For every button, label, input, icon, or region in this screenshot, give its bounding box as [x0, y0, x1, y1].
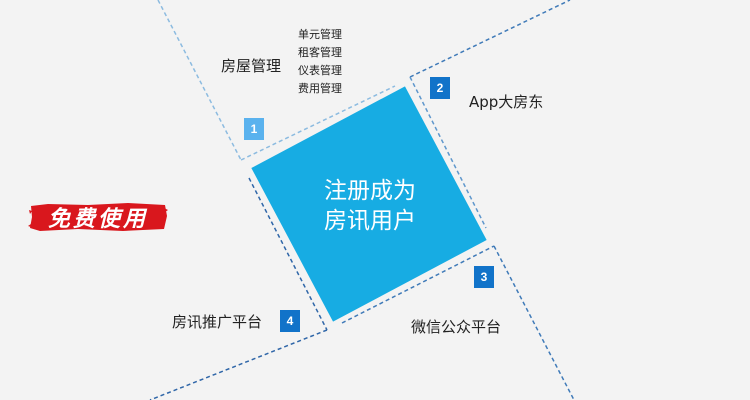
- stamp-label: 免费使用: [47, 206, 148, 232]
- section-2-label: App大房东: [469, 93, 544, 111]
- list-item: 单元管理: [298, 28, 342, 41]
- section-1-items: 单元管理 租客管理 仪表管理 费用管理: [298, 26, 342, 98]
- section-3-label: 微信公众平台: [411, 318, 502, 336]
- dashed-line-2b: [409, 76, 487, 229]
- badge-4: 4: [280, 310, 300, 332]
- list-item: 费用管理: [298, 82, 342, 95]
- dashed-line-3a: [341, 245, 495, 324]
- center-line-1: 注册成为: [324, 178, 416, 204]
- list-item: 租客管理: [298, 46, 342, 59]
- badge-3: 3: [474, 266, 494, 288]
- dashed-line-4b: [149, 329, 328, 400]
- dashed-line-1a: [157, 0, 242, 161]
- section-1-label: 房屋管理: [221, 57, 282, 75]
- stamp-background: [28, 203, 168, 231]
- list-item: 仪表管理: [298, 64, 342, 77]
- center-line-2: 房讯用户: [324, 208, 416, 234]
- dashed-line-2a: [409, 0, 571, 78]
- section-4-label: 房讯推广平台: [172, 313, 263, 331]
- dashed-line-4a: [248, 177, 328, 331]
- dashed-line-3b: [493, 245, 575, 400]
- dashed-line-1b: [240, 85, 396, 161]
- badge-2: 2: [430, 77, 450, 99]
- badge-1: 1: [244, 118, 264, 140]
- center-title: 注册成为 房讯用户: [310, 176, 430, 236]
